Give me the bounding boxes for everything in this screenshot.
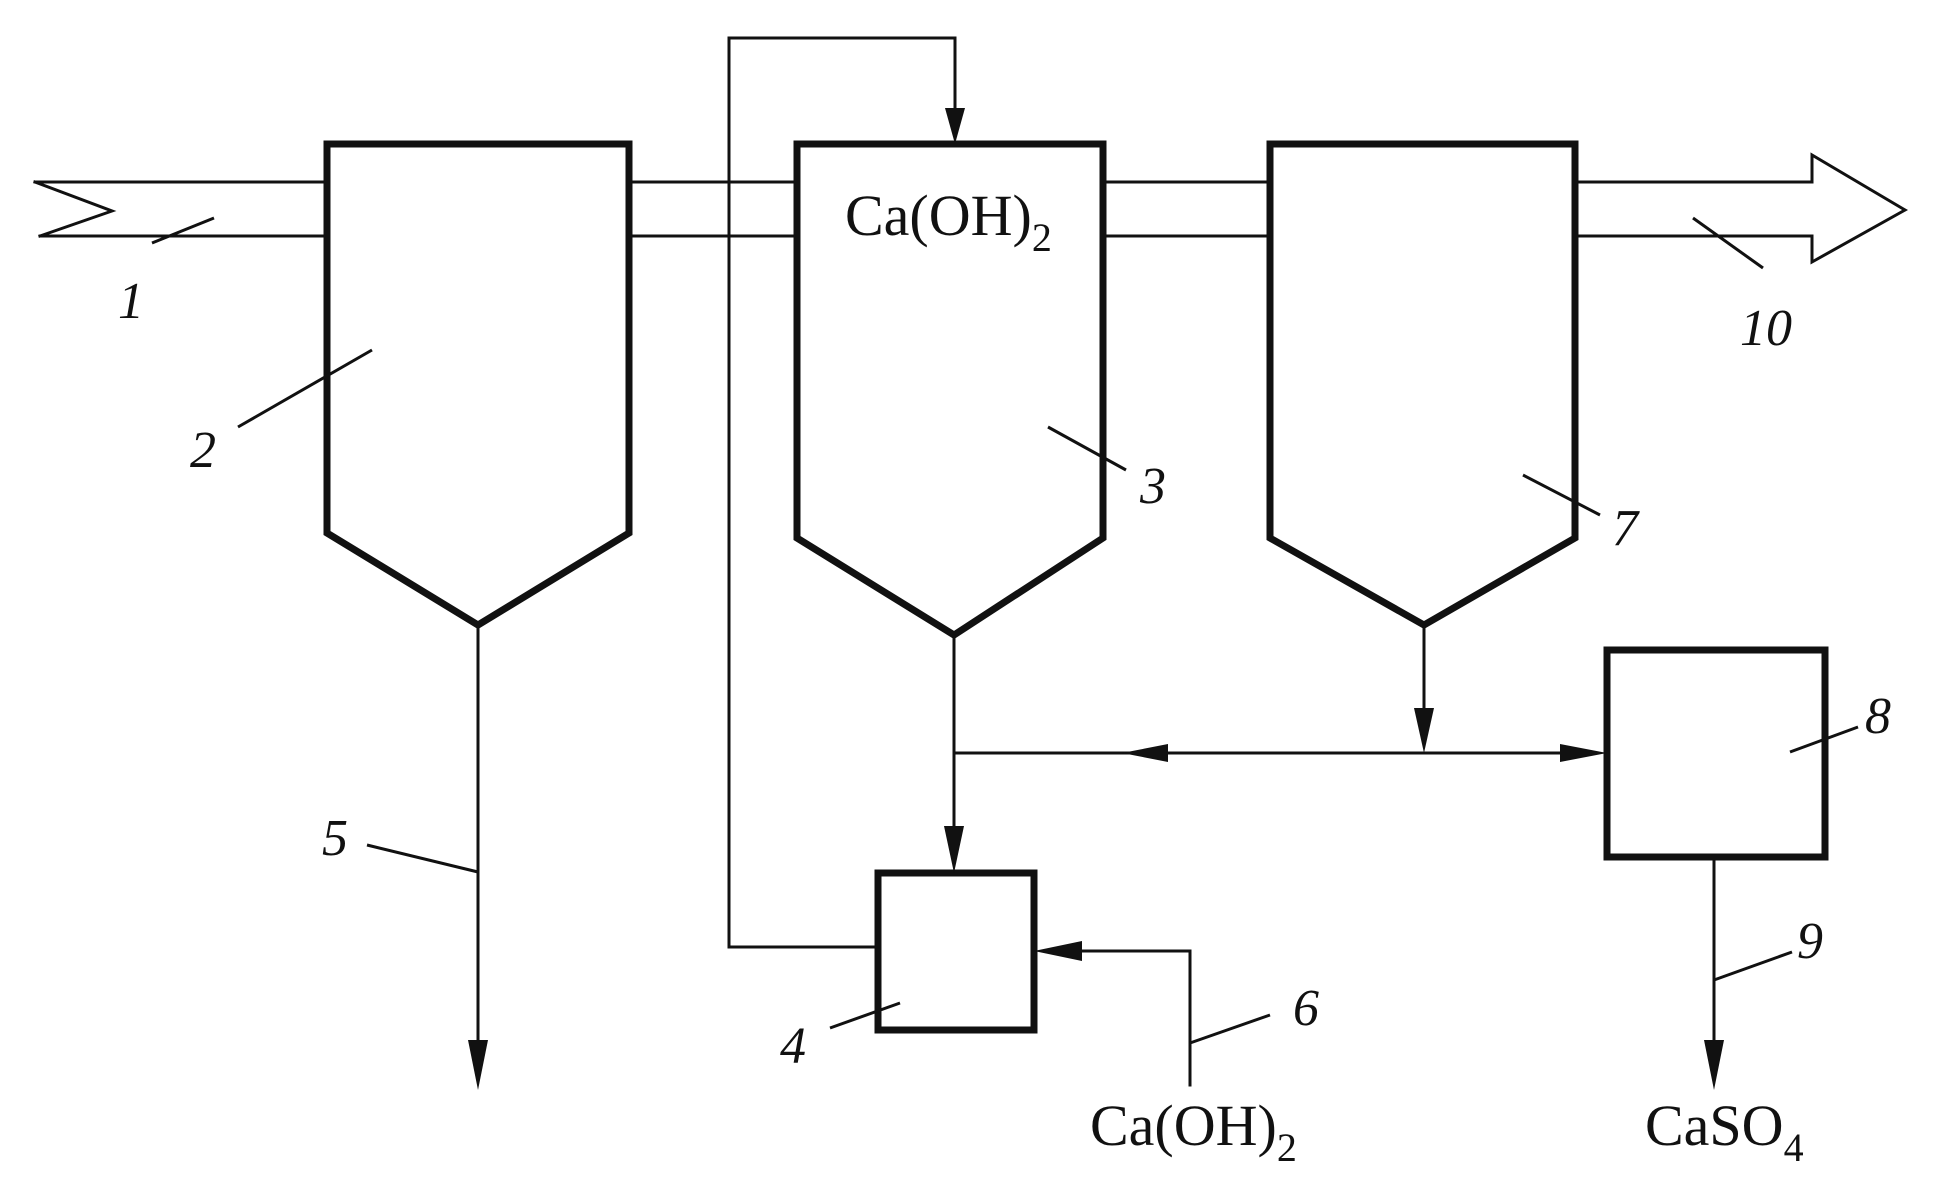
label-2: 2 <box>190 422 216 479</box>
duct-inlet-tail <box>33 180 117 238</box>
leader-4 <box>829 1001 901 1030</box>
main-gas-duct <box>33 152 1909 265</box>
label-6: 6 <box>1293 980 1319 1037</box>
feed-arrowhead-6 <box>1034 941 1082 961</box>
feed-reagent-label: Ca(OH)2 <box>1090 1093 1297 1170</box>
feed-line-6 <box>1073 949 1192 1087</box>
discharge-arrowhead-5 <box>468 1040 488 1090</box>
vessel3-outlet-arrowhead <box>944 826 964 873</box>
leader-9 <box>1713 950 1793 982</box>
leader-5 <box>366 843 479 874</box>
box-8 <box>1603 646 1829 861</box>
label-1: 1 <box>118 273 144 330</box>
label-8: 8 <box>1865 688 1891 745</box>
connector-right-arrowhead <box>1560 744 1607 762</box>
recycle-arrowhead <box>945 108 965 144</box>
recycle-line <box>727 36 957 949</box>
product-label: CaSO4 <box>1645 1093 1804 1170</box>
leader-6 <box>1189 1013 1271 1045</box>
product-arrowhead-9 <box>1704 1040 1724 1090</box>
label-4: 4 <box>780 1018 806 1075</box>
box-4 <box>874 869 1038 1034</box>
label-9: 9 <box>1797 913 1823 970</box>
leader-lines <box>151 216 1859 1045</box>
leader-1 <box>151 216 215 245</box>
connector-left-arrowhead <box>1122 744 1168 762</box>
label-7: 7 <box>1612 500 1640 557</box>
label-5: 5 <box>322 810 348 867</box>
vessel-2 <box>323 140 633 630</box>
vessel-3 <box>793 140 1107 640</box>
reactor-reagent-label: Ca(OH)2 <box>845 183 1052 260</box>
label-10: 10 <box>1740 300 1792 357</box>
vessel-7 <box>1266 140 1579 630</box>
leader-3 <box>1047 425 1127 472</box>
leader-7 <box>1522 473 1601 517</box>
leader-10 <box>1692 216 1764 270</box>
leader-2 <box>237 348 373 429</box>
leader-8 <box>1789 725 1859 754</box>
duct-outlet-arrow <box>1573 152 1909 265</box>
vessel7-outlet-arrowhead <box>1414 708 1434 753</box>
label-3: 3 <box>1139 458 1166 515</box>
